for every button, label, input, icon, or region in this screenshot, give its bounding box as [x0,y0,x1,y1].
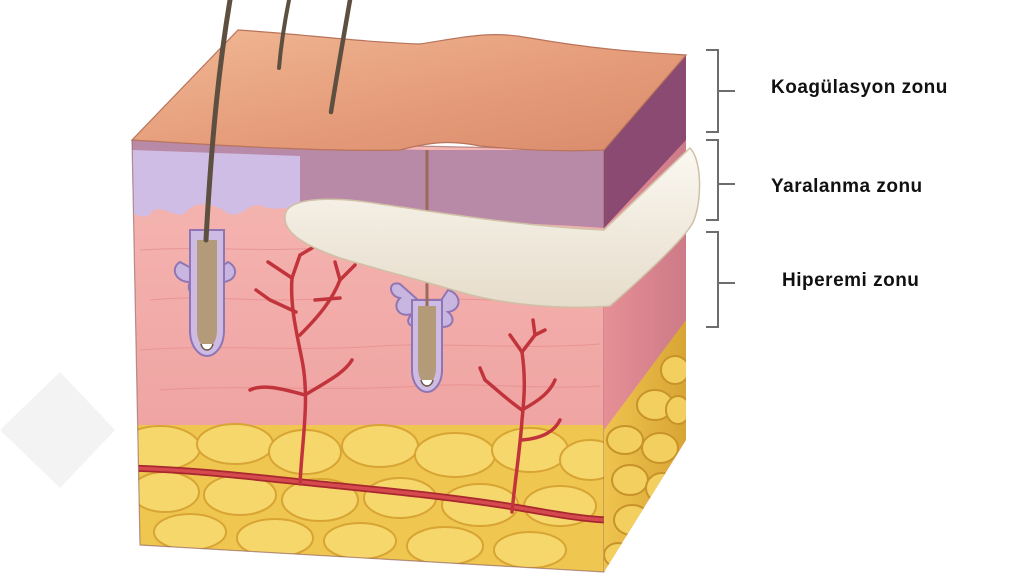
bracket-coagulation [706,50,718,132]
zone-brackets [706,50,735,327]
bracket-stasis [706,140,718,220]
watermark-shape [0,372,115,488]
stasis-zone-label: Yaralanma zonu [771,176,923,198]
coagulation-zone-label: Koagülasyon zonu [771,77,948,99]
hyperemia-zone-label: Hiperemi zonu [782,270,919,292]
bracket-hyperemia [706,232,718,327]
